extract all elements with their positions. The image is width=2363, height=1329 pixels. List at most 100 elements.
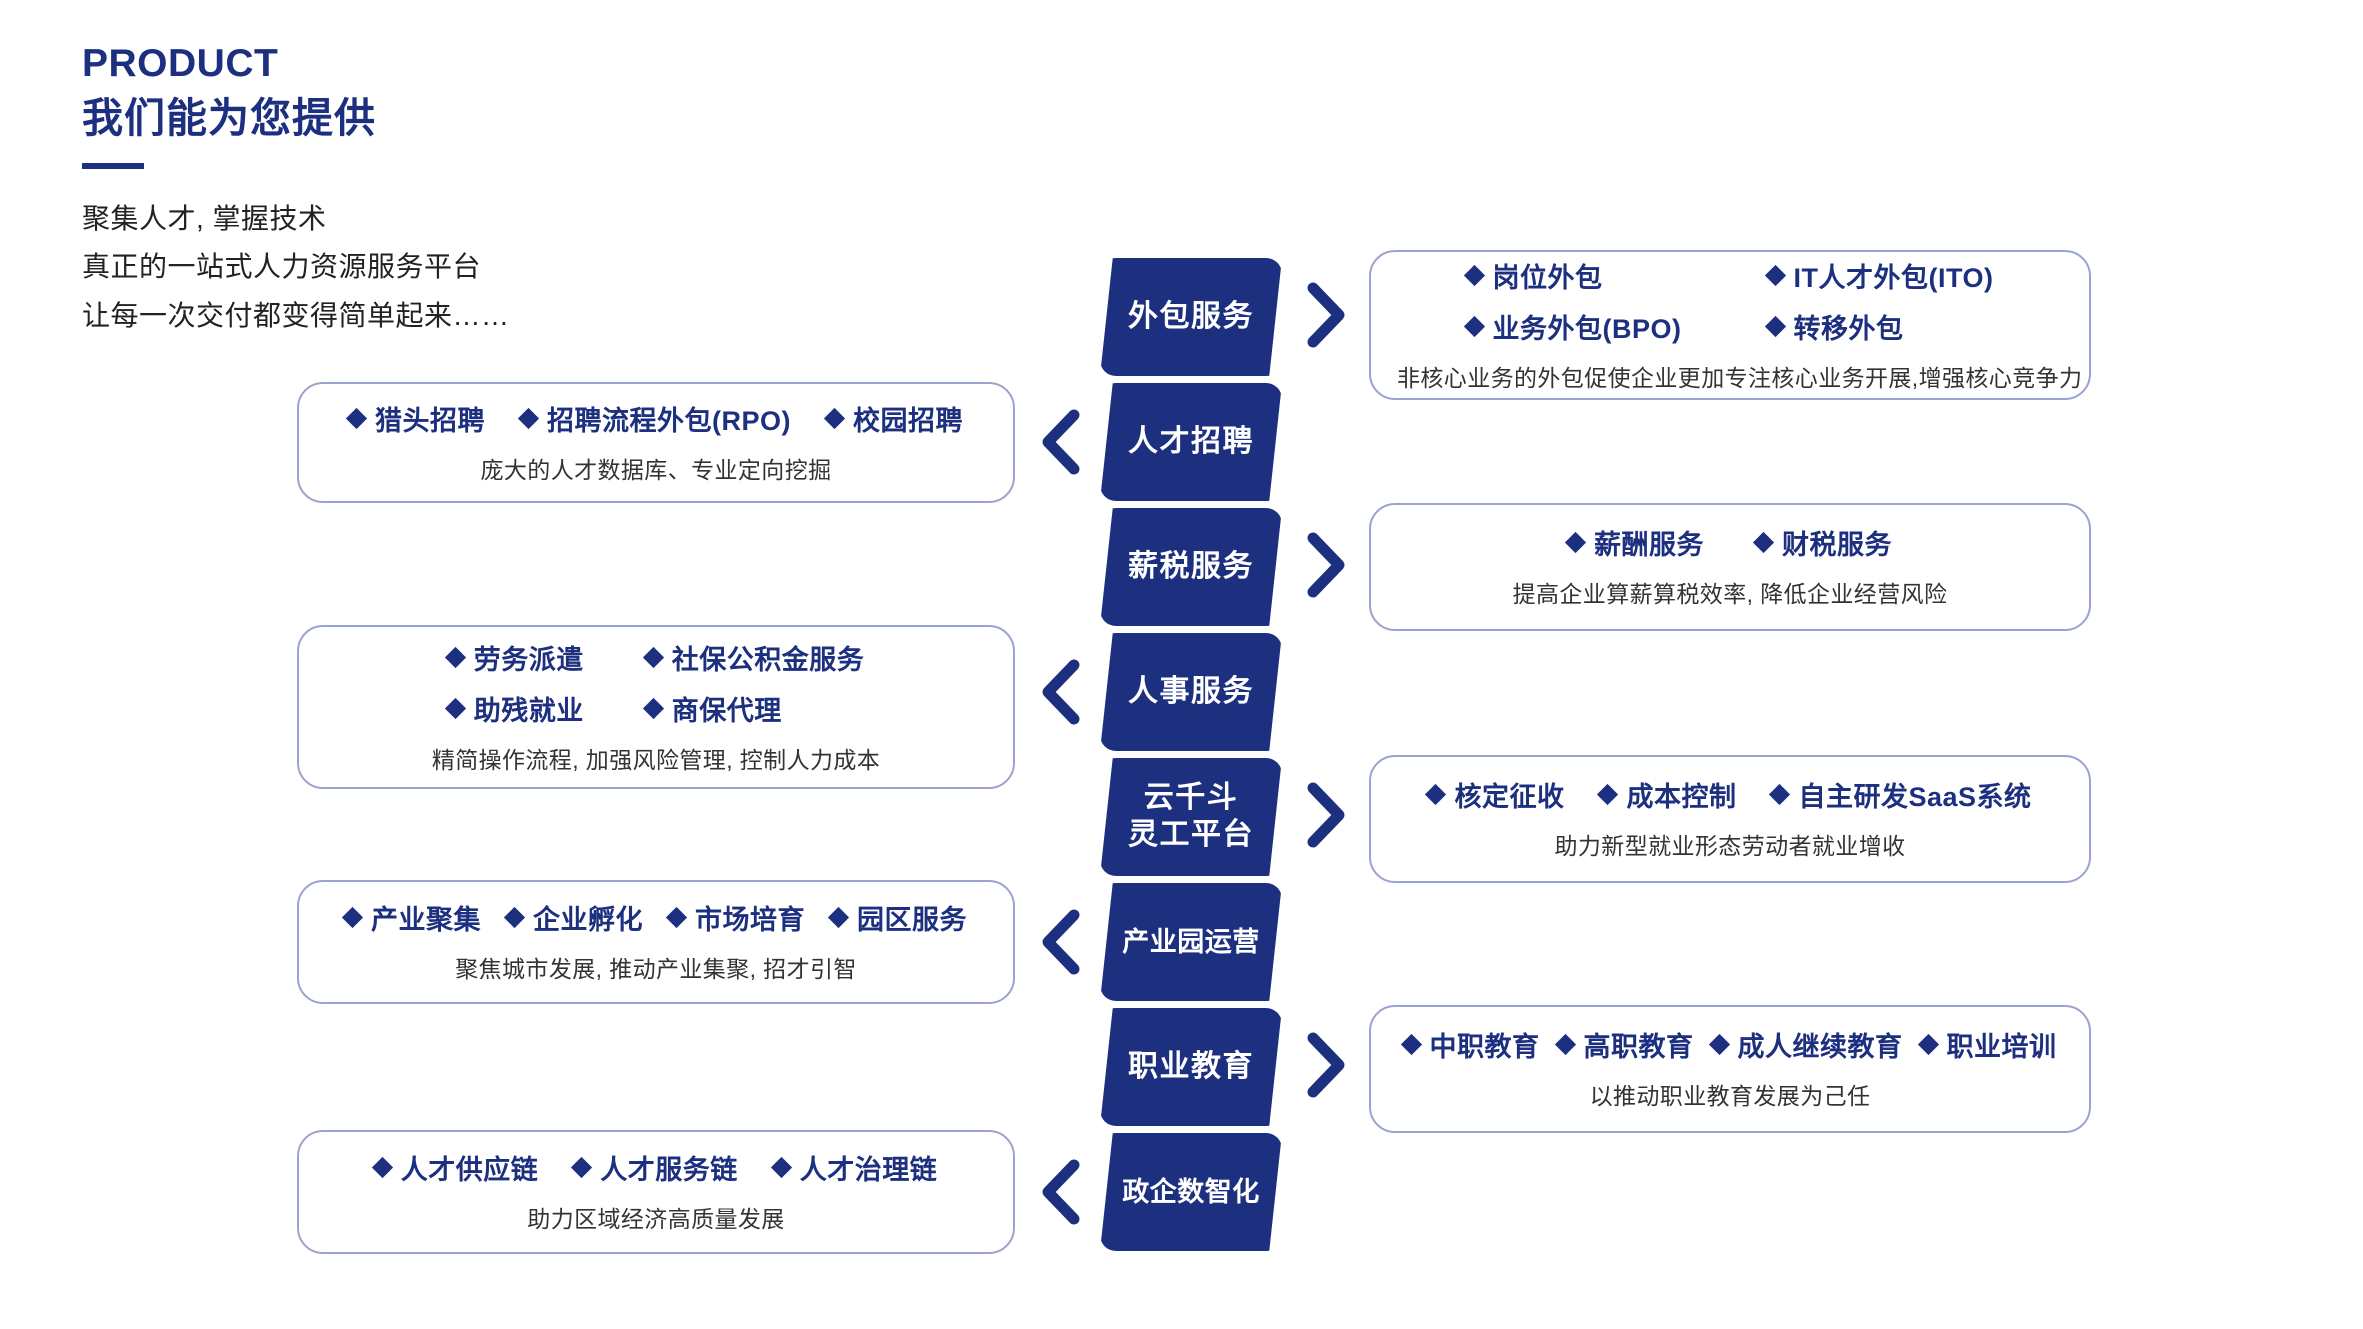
bullet-item: 猎头招聘	[345, 399, 485, 438]
diamond-bullet-icon	[1554, 1033, 1576, 1056]
chevron-left-icon	[1038, 909, 1084, 975]
diamond-bullet-icon	[642, 646, 664, 668]
tab-talent-recruitment[interactable]: 人才招聘	[1100, 383, 1282, 501]
bullet-item: 招聘流程外包(RPO)	[517, 399, 791, 438]
bullet-item: 职业培训	[1917, 1025, 2057, 1064]
tab-label: 人事服务	[1128, 674, 1254, 708]
card-note: 助力新型就业形态劳动者就业增收	[1554, 833, 1906, 859]
bullet-item: 校园招聘	[823, 399, 963, 438]
diamond-bullet-icon	[345, 407, 368, 429]
page-title: 我们能为您提供	[82, 94, 376, 141]
bullet-item: 转移外包	[1764, 307, 1994, 346]
card-note: 聚焦城市发展, 推动产业集聚, 招才引智	[455, 956, 857, 982]
tab-label: 薪税服务	[1128, 549, 1254, 583]
section-header: PRODUCT 我们能为您提供 聚集人才, 掌握技术 真正的一站式人力资源服务平…	[82, 42, 510, 340]
bullet-label: 转移外包	[1793, 313, 1904, 344]
diamond-bullet-icon	[1764, 264, 1786, 286]
bullet-item: 中职教育	[1400, 1025, 1540, 1064]
bullet-list: 人才供应链 人才服务链 人才治理链	[325, 1148, 987, 1187]
diamond-bullet-icon	[341, 906, 364, 929]
bullet-label: 中职教育	[1429, 1032, 1540, 1062]
card-note: 助力区域经济高质量发展	[527, 1206, 785, 1232]
title-underline-rule	[82, 163, 144, 170]
bullet-item: IT人才外包(ITO)	[1764, 256, 1994, 295]
diamond-bullet-icon	[444, 697, 466, 719]
tab-government-enterprise-digitalization[interactable]: 政企数智化	[1100, 1133, 1282, 1251]
bullet-item: 产业聚集	[341, 898, 481, 937]
bullet-label: 成人继续教育	[1737, 1032, 1903, 1062]
description-line-2: 真正的一站式人力资源服务平台	[82, 251, 482, 283]
chevron-right-icon	[1303, 282, 1349, 348]
bullet-list: 猎头招聘 招聘流程外包(RPO) 校园招聘	[325, 399, 987, 438]
diamond-bullet-icon	[823, 407, 846, 429]
bullet-label: 猎头招聘	[375, 405, 485, 436]
bullet-list: 核定征收 成本控制 自主研发SaaS系统	[1397, 775, 2063, 814]
bullet-label: 人才服务链	[600, 1155, 738, 1185]
section-description: 聚集人才, 掌握技术 真正的一站式人力资源服务平台 让每一次交付都变得简单起来……	[82, 195, 510, 339]
tab-label: 人才招聘	[1128, 424, 1254, 458]
description-line-3: 让每一次交付都变得简单起来……	[82, 299, 510, 331]
chevron-left-icon	[1038, 409, 1084, 475]
bullet-list: 产业聚集 企业孵化 市场培育 园区服务	[325, 898, 987, 937]
tab-vocational-education[interactable]: 职业教育	[1100, 1008, 1282, 1126]
bullet-label: 市场培育	[695, 905, 805, 935]
tab-yunqiandou-platform[interactable]: 云千斗 灵工平台	[1100, 758, 1282, 876]
diamond-bullet-icon	[1752, 531, 1775, 554]
card-yunqiandou-platform: 核定征收 成本控制 自主研发SaaS系统 助力新型就业形态劳动者就业增收	[1369, 755, 2091, 883]
diamond-bullet-icon	[517, 407, 540, 429]
bullet-item: 高职教育	[1554, 1025, 1694, 1064]
card-industrial-park-operation: 产业聚集 企业孵化 市场培育 园区服务 聚焦城市发展, 推动产业集聚, 招才引智	[297, 880, 1015, 1004]
chevron-right-icon	[1303, 532, 1349, 598]
bullet-list: 薪酬服务 财税服务	[1397, 523, 2063, 562]
diamond-bullet-icon	[1917, 1033, 1939, 1056]
bullet-list: 中职教育 高职教育 成人继续教育 职业培训	[1397, 1025, 2063, 1064]
diamond-bullet-icon	[770, 1156, 792, 1179]
tab-outsourcing-service[interactable]: 外包服务	[1100, 258, 1282, 376]
bullet-label: 自主研发SaaS系统	[1798, 782, 2032, 812]
diamond-bullet-icon	[1425, 783, 1447, 806]
bullet-item: 园区服务	[827, 898, 967, 937]
tab-label-line-1: 云千斗	[1143, 781, 1239, 815]
bullet-label: 成本控制	[1626, 782, 1737, 812]
card-outsourcing-service: 岗位外包 IT人才外包(ITO) 业务外包(BPO) 转移外包 非核心业务的外包…	[1369, 250, 2091, 400]
tab-label: 产业园运营	[1122, 926, 1260, 957]
bullet-label: 劳务派遣	[473, 644, 584, 675]
bullet-item: 助残就业	[444, 689, 584, 728]
bullet-item: 财税服务	[1752, 523, 1892, 562]
tab-label: 云千斗 灵工平台	[1128, 780, 1254, 853]
bullet-item: 社保公积金服务	[642, 638, 865, 677]
bullet-item: 人才治理链	[770, 1148, 938, 1187]
bullet-item: 自主研发SaaS系统	[1769, 775, 2032, 814]
bullet-label: 岗位外包	[1492, 262, 1603, 293]
card-talent-recruitment: 猎头招聘 招聘流程外包(RPO) 校园招聘 庞大的人才数据库、专业定向挖掘	[297, 382, 1015, 503]
bullet-item: 商保代理	[642, 689, 865, 728]
bullet-label: 人才供应链	[400, 1155, 539, 1185]
eyebrow-label: PRODUCT	[82, 42, 279, 85]
diamond-bullet-icon	[371, 1156, 393, 1179]
bullet-item: 成本控制	[1597, 775, 1737, 814]
bullet-label: 园区服务	[857, 905, 967, 935]
card-payroll-tax-service: 薪酬服务 财税服务 提高企业算薪算税效率, 降低企业经营风险	[1369, 503, 2091, 631]
tab-label: 政企数智化	[1122, 1176, 1260, 1207]
diamond-bullet-icon	[642, 697, 664, 719]
tab-industrial-park-operation[interactable]: 产业园运营	[1100, 883, 1282, 1001]
card-government-enterprise-digitalization: 人才供应链 人才服务链 人才治理链 助力区域经济高质量发展	[297, 1130, 1015, 1254]
chevron-right-icon	[1303, 1032, 1349, 1098]
bullet-label: 社保公积金服务	[671, 644, 865, 675]
card-note: 提高企业算薪算税效率, 降低企业经营风险	[1512, 581, 1948, 607]
card-hr-service: 劳务派遣 社保公积金服务 助残就业 商保代理 精简操作流程, 加强风险管理, 控…	[297, 625, 1015, 789]
bullet-item: 劳务派遣	[444, 638, 584, 677]
bullet-item: 企业孵化	[503, 898, 643, 937]
diamond-bullet-icon	[1463, 264, 1485, 286]
bullet-list: 劳务派遣 社保公积金服务 助残就业 商保代理	[325, 638, 987, 728]
diamond-bullet-icon	[1400, 1033, 1422, 1056]
chevron-left-icon	[1038, 1159, 1084, 1225]
tab-hr-service[interactable]: 人事服务	[1100, 633, 1282, 751]
bullet-label: 财税服务	[1782, 530, 1892, 560]
bullet-item: 业务外包(BPO)	[1463, 307, 1682, 346]
diamond-bullet-icon	[1769, 783, 1791, 806]
diamond-bullet-icon	[503, 906, 526, 929]
diamond-bullet-icon	[1764, 315, 1786, 337]
tab-payroll-tax-service[interactable]: 薪税服务	[1100, 508, 1282, 626]
chevron-left-icon	[1038, 659, 1084, 725]
